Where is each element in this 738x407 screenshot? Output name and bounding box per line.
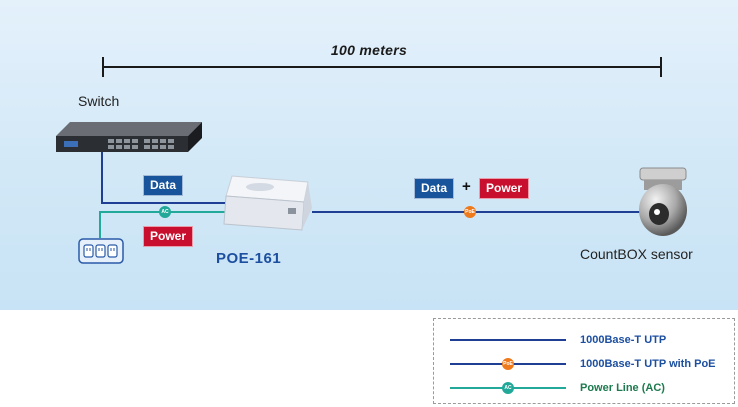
legend-label: 1000Base-T UTP [580,334,667,346]
network-switch-icon [56,122,202,152]
ac-badge: AC [159,206,171,218]
data-tag-right: Data [414,178,455,199]
ac-power-line [99,211,226,238]
sensor-label: CountBOX sensor [580,246,693,262]
legend-swatch [450,339,566,341]
power-tag-left: Power [143,226,194,247]
utp-data-line [101,150,226,204]
legend-swatch: AC [450,382,566,394]
legend-label: 1000Base-T UTP with PoE [580,358,716,370]
legend-label: Power Line (AC) [580,382,665,394]
legend-poe-badge: PoE [502,358,514,370]
dome-camera-icon [639,167,687,236]
injector-label: POE-161 [216,250,282,267]
connection-lines [99,57,662,238]
power-tag-right: Power [479,178,530,199]
distance-dimension-line [102,57,662,77]
data-tag-left: Data [143,175,184,196]
power-outlet-icon [78,238,124,264]
poe-injector-icon [223,175,312,231]
distance-label: 100 meters [330,42,408,58]
plus-sign: + [462,178,471,195]
diagram-canvas: 100 meters Switch [0,0,738,310]
legend-swatch: PoE [450,358,566,370]
switch-label: Switch [78,93,120,109]
poe-badge: PoE [464,206,476,218]
legend: 1000Base-T UTP PoE 1000Base-T UTP with P… [433,318,735,404]
legend-ac-badge: AC [502,382,514,394]
